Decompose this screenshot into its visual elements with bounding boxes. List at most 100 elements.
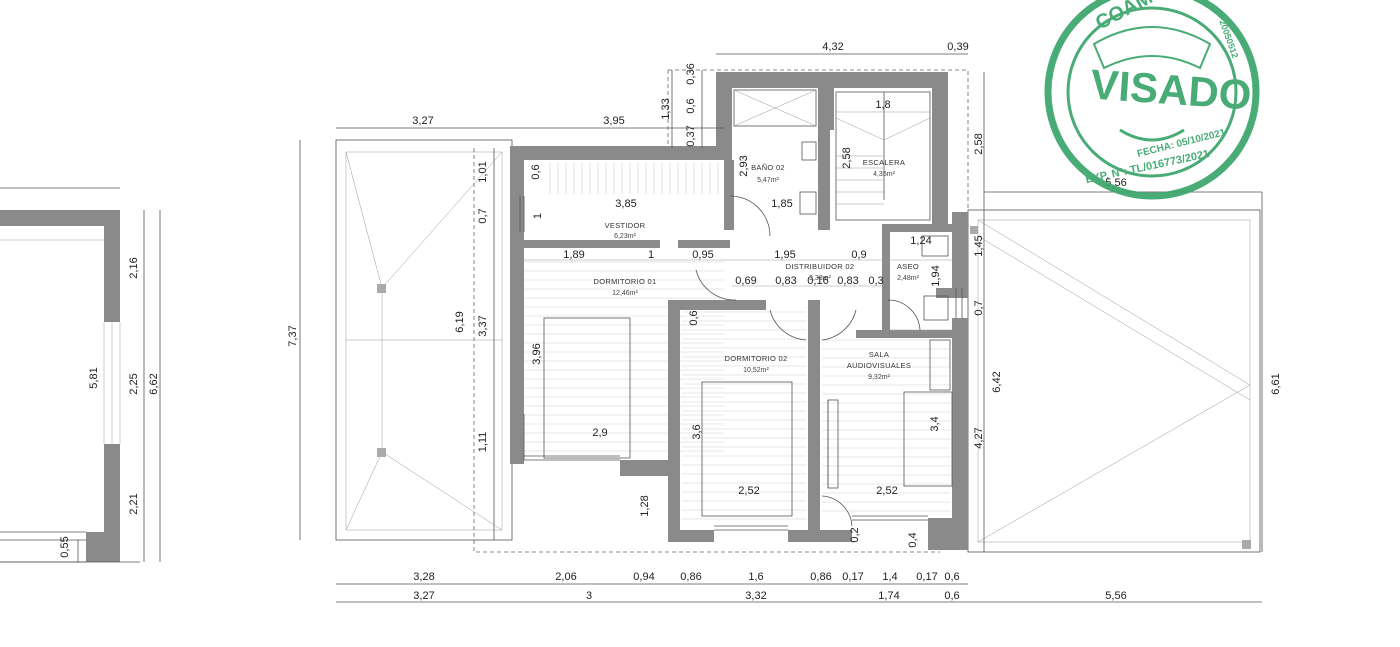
- dim-label: 0,7: [973, 300, 985, 315]
- dim-label: 2,25: [128, 373, 140, 394]
- dim-label: 0,4: [907, 532, 919, 547]
- dimension-texts-vertical: 1,33 0,36 0,6 0,37 2,93 2,58 2,58 0,6 1 …: [287, 63, 1282, 547]
- dim-label: 3,27: [412, 115, 433, 127]
- room-labels: VESTIDOR 6,23m² BAÑO 02 5,47m² ESCALERA …: [594, 158, 920, 381]
- dim-label: 0,6: [530, 164, 542, 179]
- dim-label: 1,45: [973, 235, 985, 256]
- dim-label: 3,95: [603, 115, 624, 127]
- dim-label: 0,37: [685, 125, 697, 146]
- dim-label: 0,94: [633, 571, 654, 583]
- dim-label: 1,89: [563, 249, 584, 261]
- dim-label: 0,95: [692, 249, 713, 261]
- dim-label: 0,86: [680, 571, 701, 583]
- dim-label: 2,58: [841, 147, 853, 168]
- room-name-distribuidor: DISTRIBUIDOR 02: [786, 262, 855, 271]
- dim-label: 0,7: [477, 208, 489, 223]
- dim-label: 0,36: [685, 63, 697, 84]
- dim-label: 4,32: [822, 41, 843, 53]
- dim-label: 2,52: [738, 485, 759, 497]
- room-area-dormitorio1: 12,46m²: [612, 290, 638, 297]
- room-area-bano: 5,47m²: [757, 177, 779, 184]
- dim-label: 6,42: [991, 371, 1003, 392]
- dim-label: 2,9: [592, 427, 607, 439]
- dim-label: 2,06: [555, 571, 576, 583]
- dim-label: 1: [532, 213, 544, 219]
- dim-label: 2,93: [738, 155, 750, 176]
- dim-label: 1,94: [930, 265, 942, 286]
- dim-label: 2,16: [128, 257, 140, 278]
- dim-label: 1,01: [477, 161, 489, 182]
- dim-label: 1,28: [639, 495, 651, 516]
- dim-label: 7,37: [287, 325, 299, 346]
- stamp-org: COAM: [1092, 0, 1156, 34]
- right-roof-terrace: [967, 209, 1261, 553]
- dim-label: 3,85: [615, 198, 636, 210]
- bottom-dimension-row-1: 3,28 2,06 0,94 0,86 1,6 0,86 0,17 1,4 0,…: [413, 571, 959, 583]
- room-area-sala: 9,32m²: [868, 374, 890, 381]
- dim-label: 1,33: [660, 98, 672, 119]
- dim-label: 3,4: [929, 416, 941, 431]
- dim-label: 0,6: [688, 310, 700, 325]
- stamp-ref: 20050512: [1217, 18, 1240, 59]
- dim-label: 1,6: [748, 571, 763, 583]
- dim-label: 1,85: [771, 198, 792, 210]
- room-name-dormitorio2: DORMITORIO 02: [725, 354, 788, 363]
- dim-label: 1,24: [910, 235, 931, 247]
- dimension-lines: [299, 53, 1263, 603]
- dim-label: 0,2: [849, 527, 861, 542]
- fixtures: [519, 89, 963, 531]
- dim-label: 0,86: [810, 571, 831, 583]
- dim-label: 0,17: [916, 571, 937, 583]
- dim-label: 3,28: [413, 571, 434, 583]
- dim-label: 1,8: [875, 99, 890, 111]
- left-roof-terrace: [335, 139, 513, 541]
- dim-label: 1,11: [477, 432, 489, 453]
- dim-label: 0,6: [685, 98, 697, 113]
- room-name-escalera: ESCALERA: [863, 158, 905, 167]
- room-area-aseo: 2,48m²: [897, 275, 919, 282]
- dim-label: 1,4: [882, 571, 897, 583]
- room-area-escalera: 4,35m²: [873, 171, 895, 178]
- room-name-dormitorio1: DORMITORIO 01: [594, 277, 657, 286]
- dim-label: 3,37: [477, 315, 489, 336]
- bottom-dimension-row-2: 3,27 3 3,32 1,74 0,6 5,56: [413, 590, 1126, 602]
- floor-hatching: [524, 162, 950, 520]
- dim-label: 0,6: [944, 571, 959, 583]
- dim-label: 1,74: [878, 590, 899, 602]
- dim-label: 4,27: [973, 427, 985, 448]
- dim-label: 2,52: [876, 485, 897, 497]
- dim-label: 5,81: [88, 367, 100, 388]
- dim-label: 0,6: [944, 590, 959, 602]
- dim-label: 0,9: [851, 249, 866, 261]
- stamp-word: VISADO: [1089, 60, 1253, 118]
- dim-label: 0,55: [59, 536, 71, 557]
- visado-stamp: COAM VISADO FECHA: 05/10/2021 EXP. Nº: T…: [1044, 0, 1260, 200]
- dim-label: 3,27: [413, 590, 434, 602]
- dimension-texts: 4,32 0,39 3,27 3,95 1,8 3,85 1,85 1,24 1…: [412, 41, 1126, 497]
- dim-label: 3,6: [691, 424, 703, 439]
- dim-label: 1: [648, 249, 654, 261]
- dim-label: 3,32: [745, 590, 766, 602]
- dim-label: 0,39: [947, 41, 968, 53]
- dim-label: 0,16: [807, 275, 828, 287]
- dim-label: 2,58: [973, 133, 985, 154]
- building-outline: [473, 69, 969, 553]
- dim-label: 0,3: [868, 275, 883, 287]
- room-area-vestidor: 6,23m²: [614, 233, 636, 240]
- room-name-sala: SALA: [869, 350, 889, 359]
- dim-label: 5,56: [1105, 590, 1126, 602]
- room-name-vestidor: VESTIDOR: [605, 221, 646, 230]
- dim-label: 0,83: [837, 275, 858, 287]
- dim-label: 6,62: [148, 373, 160, 394]
- dim-label: 0,69: [735, 275, 756, 287]
- dim-label: 6,61: [1270, 373, 1282, 394]
- dim-label: 6,19: [454, 311, 466, 332]
- dim-label: 1,95: [774, 249, 795, 261]
- dim-label: 2,21: [128, 493, 140, 514]
- room-name-sala-2: AUDIOVISUALES: [847, 361, 911, 370]
- dim-label: 0,83: [775, 275, 796, 287]
- room-area-dormitorio2: 10,52m²: [743, 367, 769, 374]
- dim-label: 3,96: [531, 343, 543, 364]
- room-area-distribuidor: 3,33m²: [809, 275, 831, 282]
